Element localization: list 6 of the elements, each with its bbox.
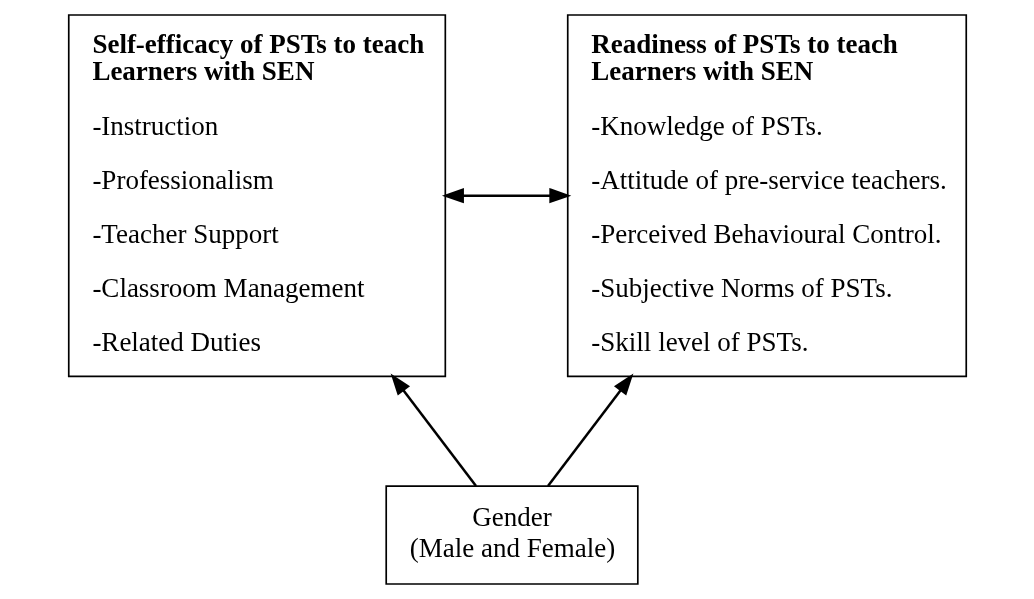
node-box: Gender (Male and Female) <box>384 485 639 585</box>
arrow <box>390 373 477 487</box>
node-box: Self-efficacy of PSTs to teach Learners with SEN -Instruction -Professionalism -Teacher Support -Classroom Management -Related Duties <box>67 14 446 378</box>
arrow <box>441 187 571 204</box>
node-box: Readiness of PSTs to teach Learners with SEN -Knowledge of PSTs. -Attitude of pre-service teachers. -Perceived Behavioural Control. -Subjective Norms of PSTs. -Skill level of PSTs. <box>566 14 967 378</box>
arrow <box>546 373 633 487</box>
